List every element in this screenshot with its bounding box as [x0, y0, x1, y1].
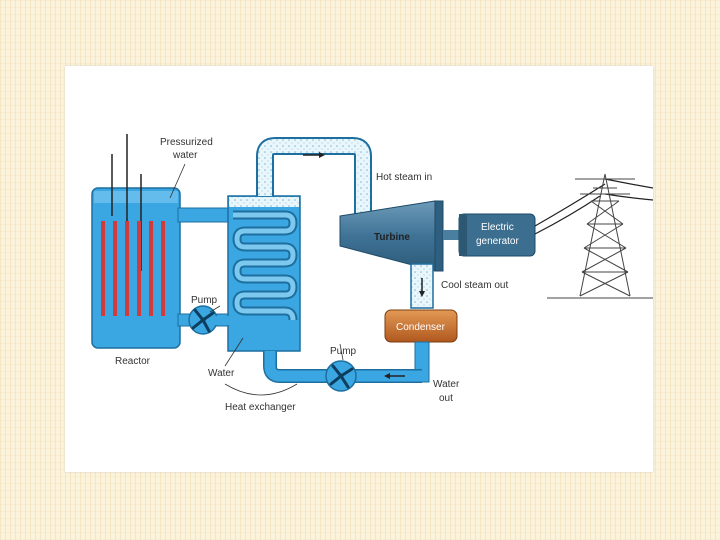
pump-bottom [325, 360, 357, 392]
label-pressurized-water-1: Pressurized [160, 137, 213, 148]
label-heat-exchanger: Heat exchanger [225, 402, 296, 413]
label-electric-generator-2: generator [476, 236, 519, 247]
label-water: Water [208, 368, 235, 379]
label-hot-steam-in: Hot steam in [376, 172, 432, 183]
cool-steam-pipe [410, 263, 434, 309]
hot-water-pipe [177, 207, 234, 223]
electric-generator [458, 213, 536, 257]
label-pump-left: Pump [191, 295, 218, 306]
label-condenser: Condenser [396, 322, 446, 333]
label-pump-bottom: Pump [330, 346, 357, 357]
label-cool-steam-out: Cool steam out [441, 280, 508, 291]
transmission-tower [547, 173, 653, 299]
steam-pipe [256, 137, 372, 235]
heat-exchanger-tank [215, 195, 301, 352]
label-reactor: Reactor [115, 356, 151, 367]
leader-lines [169, 163, 344, 396]
nuclear-power-plant-diagram: Pressurized water Hot steam in Turbine E… [91, 134, 653, 413]
condensate-return-pipe [263, 341, 430, 383]
label-water-out-2: out [439, 393, 453, 404]
diagram-frame: Pressurized water Hot steam in Turbine E… [65, 66, 653, 472]
control-rods [101, 134, 165, 316]
label-pressurized-water-2: water [172, 150, 198, 161]
label-turbine: Turbine [374, 232, 410, 243]
reactor [91, 187, 181, 349]
turbine [339, 200, 461, 272]
label-water-out-1: Water [433, 379, 460, 390]
label-electric-generator-1: Electric [481, 222, 514, 233]
